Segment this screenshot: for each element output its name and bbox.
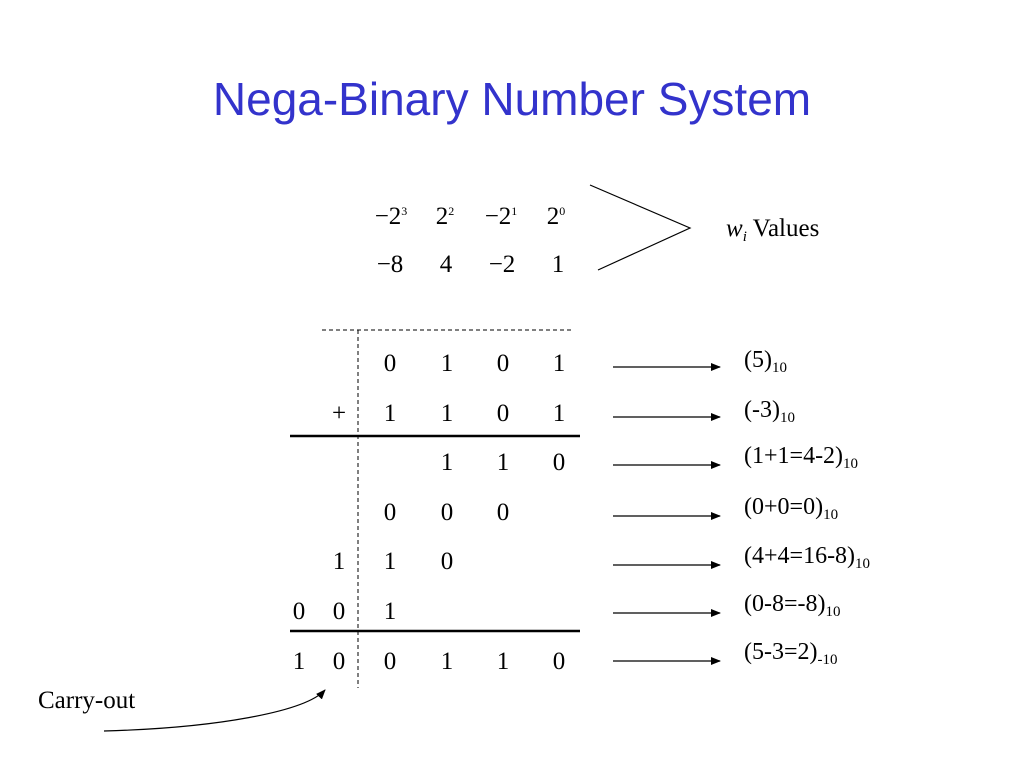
weights-brace-chevron	[589, 184, 692, 271]
row-label: (1+1=4-2)10	[744, 443, 859, 472]
carry-out-label: Carry-out	[38, 687, 136, 714]
grid-cell: 0	[496, 400, 510, 427]
grid-cell: +	[331, 400, 347, 427]
grid-cell: 0	[552, 648, 566, 675]
grid-cell: 0	[332, 648, 346, 675]
grid-cell: 0	[496, 350, 510, 377]
grid-cell: 1	[332, 548, 346, 575]
grid-cell: 1	[496, 449, 510, 476]
grid-cell: 1	[383, 548, 397, 575]
grid-cell: 1	[496, 648, 510, 675]
grid-cell: 0	[383, 350, 397, 377]
weight-power-1: −21	[484, 203, 518, 230]
weight-value-1: −2	[488, 251, 516, 278]
grid-cell: 1	[552, 400, 566, 427]
weights-caption: wi Values	[726, 215, 820, 245]
weight-value-0: 1	[551, 251, 565, 278]
slide-title: Nega-Binary Number System	[212, 73, 812, 125]
weight-power-0: 20	[546, 203, 566, 230]
grid-cell: 0	[383, 499, 397, 526]
grid-cell: 1	[440, 449, 454, 476]
weight-value-2: 4	[439, 251, 453, 278]
carry-out-arrow	[103, 689, 326, 732]
weight-power-2: 22	[435, 203, 455, 230]
grid-cell: 0	[496, 499, 510, 526]
grid-cell: 0	[332, 598, 346, 625]
grid-cell: 1	[440, 400, 454, 427]
grid-cell: 1	[440, 648, 454, 675]
grid-cell: 1	[383, 598, 397, 625]
grid-cell: 1	[292, 648, 306, 675]
grid-cell: 1	[552, 350, 566, 377]
grid-cell: 1	[440, 350, 454, 377]
row-label: (0-8=-8)10	[744, 591, 841, 620]
grid-cell: 0	[552, 449, 566, 476]
row-label: (5)10	[744, 347, 787, 376]
row-label: (-3)10	[744, 397, 795, 426]
grid-cell: 0	[440, 548, 454, 575]
row-label: (0+0=0)10	[744, 494, 839, 523]
row-label: (5-3=2)-10	[744, 639, 838, 668]
grid-cell: 0	[292, 598, 306, 625]
grid-cell: 0	[383, 648, 397, 675]
grid-cell: 0	[440, 499, 454, 526]
weight-power-3: −23	[374, 203, 408, 230]
weight-value-3: −8	[376, 251, 404, 278]
row-label: (4+4=16-8)10	[744, 543, 871, 572]
grid-cell: 1	[383, 400, 397, 427]
